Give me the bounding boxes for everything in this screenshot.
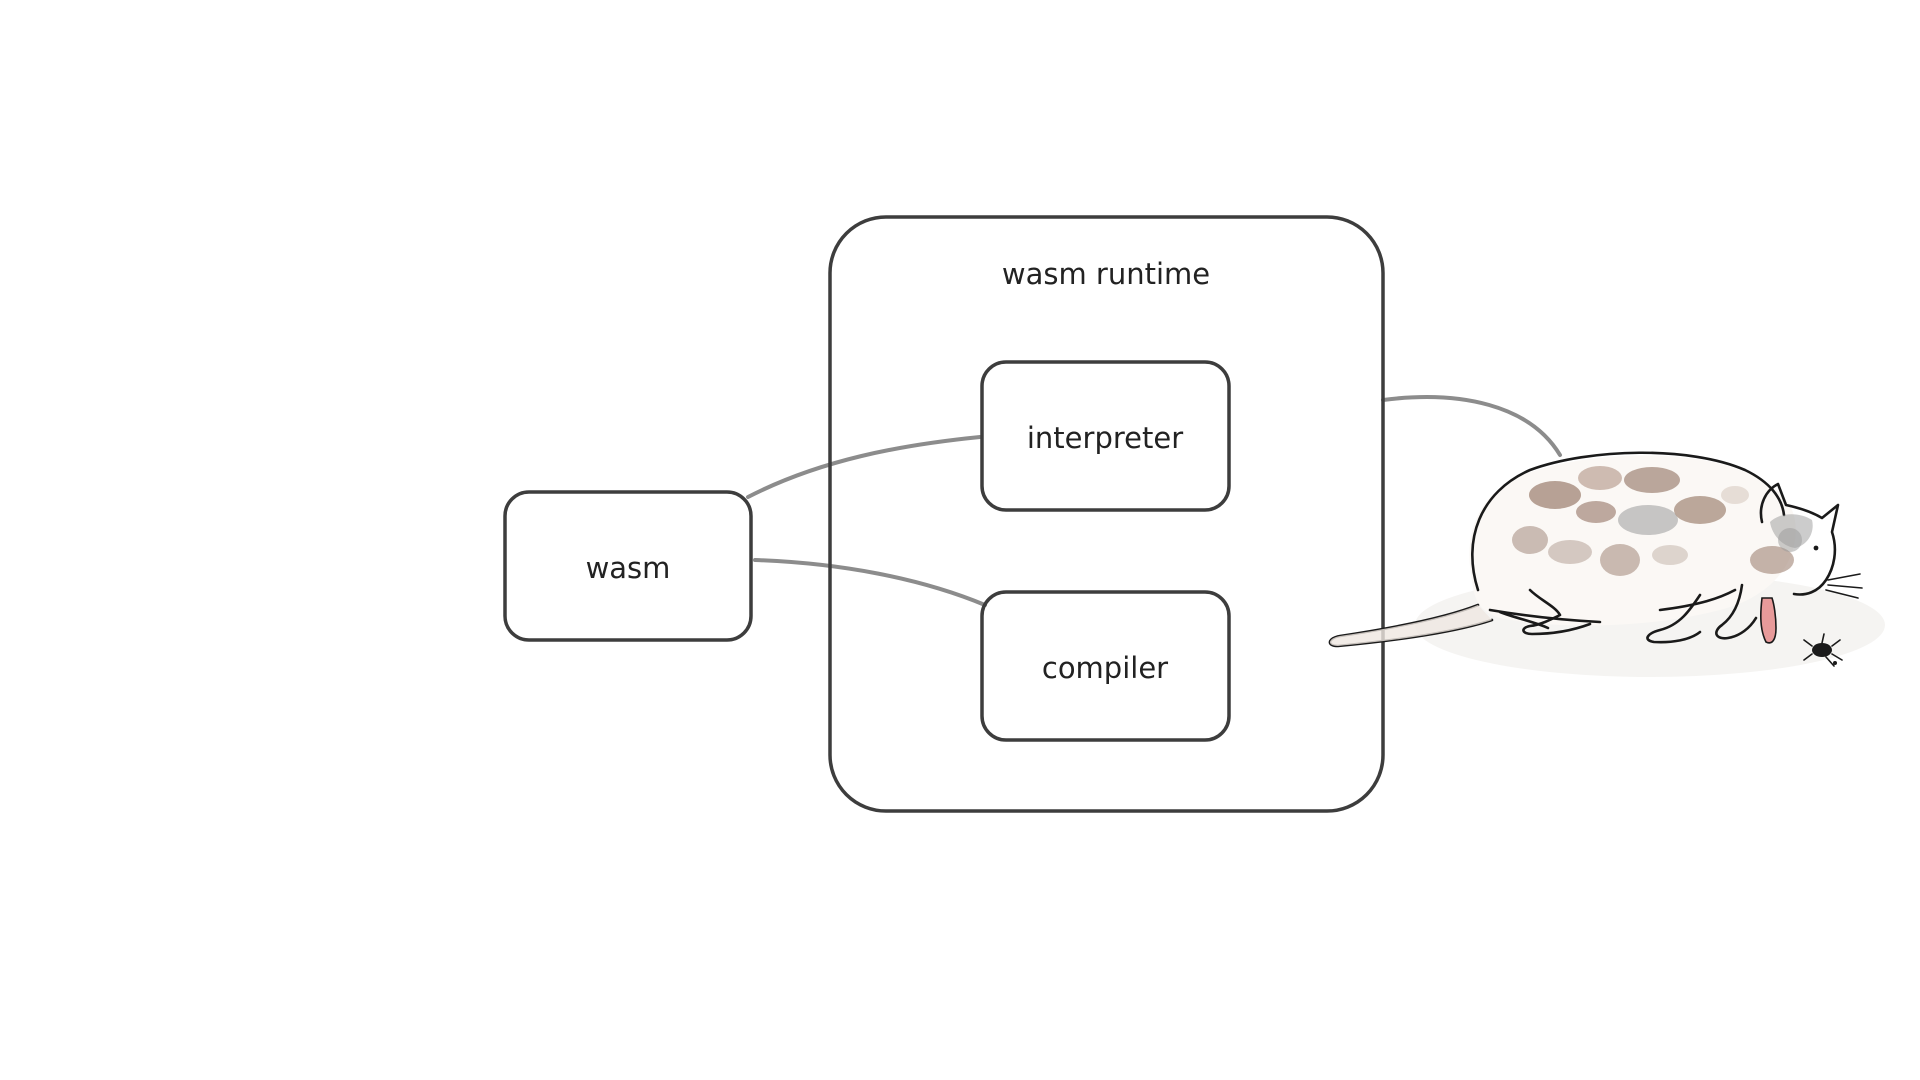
wasm-runtime-label: wasm runtime — [1002, 257, 1210, 291]
cat-front-leg-left — [1646, 593, 1702, 644]
interpreter-label: interpreter — [1027, 421, 1183, 455]
edge-wasm-to-interpreter — [746, 435, 982, 499]
compiler-label: compiler — [1042, 651, 1168, 685]
cat-tail-fill — [1329, 605, 1492, 646]
cat-head-patch — [1770, 514, 1813, 548]
cat-head-outline — [1759, 482, 1840, 596]
cat-patches — [1512, 466, 1802, 576]
cat-whiskers — [1825, 573, 1863, 599]
cat-hind-paw — [1498, 610, 1550, 630]
cat-illustration — [1328, 451, 1885, 677]
compiler-node: compiler — [980, 590, 1231, 742]
wasm-runtime-box — [828, 215, 1385, 813]
bug-icon — [1803, 633, 1843, 667]
interpreter-box — [980, 360, 1231, 512]
edge-runtime-to-cat — [1381, 395, 1562, 457]
cat-front-leg-right — [1715, 583, 1758, 640]
edge-wasm-to-compiler — [753, 558, 987, 607]
cat-hind-leg — [1522, 588, 1592, 636]
wasm-box — [503, 490, 753, 642]
interpreter-node: interpreter — [980, 360, 1231, 512]
cat-eye — [1813, 545, 1819, 551]
cat-tongue — [1760, 597, 1777, 644]
wasm-node: wasm — [503, 490, 753, 642]
wasm-label: wasm — [586, 551, 671, 585]
cat-back-outline — [1471, 451, 1786, 592]
compiler-box — [980, 590, 1231, 742]
wasm-runtime-node: wasm runtime — [828, 215, 1385, 813]
